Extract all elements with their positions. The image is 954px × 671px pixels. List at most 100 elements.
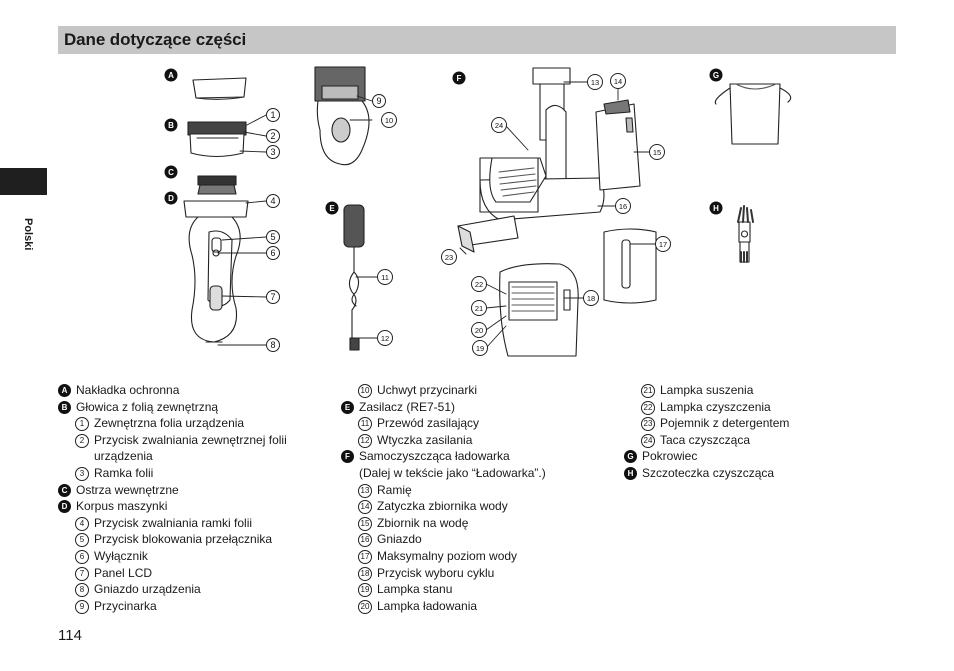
marker-a: A [164, 68, 178, 82]
part-name: Lampka stanu [377, 582, 453, 597]
callout-14: 14 [610, 73, 626, 89]
group-marker-icon: H [624, 466, 637, 480]
part-name: Panel LCD [94, 565, 153, 580]
part-number-badge: 1 [75, 417, 89, 432]
callout-19: 19 [472, 340, 488, 356]
svg-text:2: 2 [270, 131, 275, 141]
svg-text:E: E [329, 204, 335, 213]
marker-e: E [325, 201, 339, 215]
svg-text:9: 9 [376, 96, 381, 106]
part-number-badge: 21 [641, 384, 655, 398]
svg-text:24: 24 [495, 121, 503, 130]
svg-text:7: 7 [270, 292, 275, 302]
group-marker-icon: E [341, 400, 354, 414]
part-name: Przycisk wyboru cyklu [377, 565, 495, 580]
svg-text:8: 8 [270, 340, 275, 350]
part-number-badge: 3 [75, 466, 89, 481]
pouch-drawing [714, 83, 792, 145]
part-name: Ramka folii [94, 465, 154, 480]
svg-text:H: H [713, 204, 719, 213]
marker-f: F [452, 71, 466, 85]
part-number-badge: 22 [641, 400, 655, 415]
callout-17: 17 [655, 236, 671, 252]
svg-text:G: G [713, 71, 719, 80]
water-tank-drawing [603, 228, 657, 304]
part-number-badge: 17 [358, 549, 372, 564]
group-marker-icon: D [58, 500, 71, 514]
part-name: Nakładka ochronna [76, 383, 180, 397]
part-name: Głowica z folią zewnętrzną [76, 399, 219, 414]
part-name: urządzenia [94, 449, 153, 464]
svg-text:15: 15 [653, 148, 661, 157]
charger-station-drawing [457, 67, 641, 357]
foil-head-drawing [187, 121, 247, 158]
part-number-badge: 5 [75, 533, 89, 548]
callout-22: 22 [471, 276, 487, 292]
part-number-badge: 24 [641, 433, 655, 448]
callout-2: 2 [266, 129, 280, 143]
svg-text:16: 16 [619, 202, 627, 211]
part-number-badge: 14 [358, 500, 372, 515]
group-marker-icon: A [58, 384, 71, 397]
part-number-badge: 18 [358, 566, 372, 581]
part-number-badge: 19 [358, 583, 372, 598]
part-name: Przewód zasilający [377, 416, 480, 431]
marker-b: B [164, 118, 178, 132]
callout-10: 10 [381, 112, 397, 128]
callout-13: 13 [587, 74, 603, 90]
marker-h: H [709, 201, 723, 215]
svg-text:17: 17 [659, 240, 667, 249]
ac-adaptor-drawing [343, 204, 365, 351]
callout-4: 4 [266, 194, 280, 208]
callout-9: 9 [372, 94, 386, 108]
group-marker-icon: F [341, 450, 354, 464]
callout-23: 23 [441, 249, 457, 265]
svg-text:11: 11 [381, 273, 389, 282]
svg-text:22: 22 [475, 280, 483, 289]
part-name: Korpus maszynki [76, 499, 168, 514]
section-header: Dane dotyczące części [58, 26, 896, 54]
callout-7: 7 [266, 290, 280, 304]
part-name: Gniazdo [377, 532, 422, 547]
part-name: Szczoteczka czyszcząca [642, 465, 775, 480]
part-name: Pokrowiec [642, 449, 698, 464]
callout-6: 6 [266, 246, 280, 260]
part-name: Maksymalny poziom wody [377, 548, 518, 563]
part-number-badge: 9 [75, 599, 89, 614]
svg-text:14: 14 [614, 77, 622, 86]
part-name: Przycisk blokowania przełącznika [94, 532, 273, 547]
callout-5: 5 [266, 230, 280, 244]
protective-cap-drawing [192, 77, 247, 100]
callout-12: 12 [377, 330, 393, 346]
parts-list-item: 5 Przycisk blokowania przełącznika [58, 531, 287, 548]
svg-text:5: 5 [270, 232, 275, 242]
callout-24: 24 [491, 117, 507, 133]
svg-text:D: D [168, 194, 174, 203]
svg-text:20: 20 [475, 326, 483, 335]
part-name: Przycisk zwalniania ramki folii [94, 515, 253, 530]
svg-text:18: 18 [587, 294, 595, 303]
part-number-badge: 16 [358, 533, 372, 548]
cleaning-brush-drawing [737, 205, 754, 263]
part-number-badge: 15 [358, 516, 372, 531]
parts-list-item: A Nakładka ochronna [58, 382, 287, 399]
section-title: Dane dotyczące części [64, 30, 247, 49]
part-number-badge: 10 [358, 384, 372, 398]
part-name: Lampka ładowania [377, 598, 478, 613]
svg-text:3: 3 [270, 147, 275, 157]
